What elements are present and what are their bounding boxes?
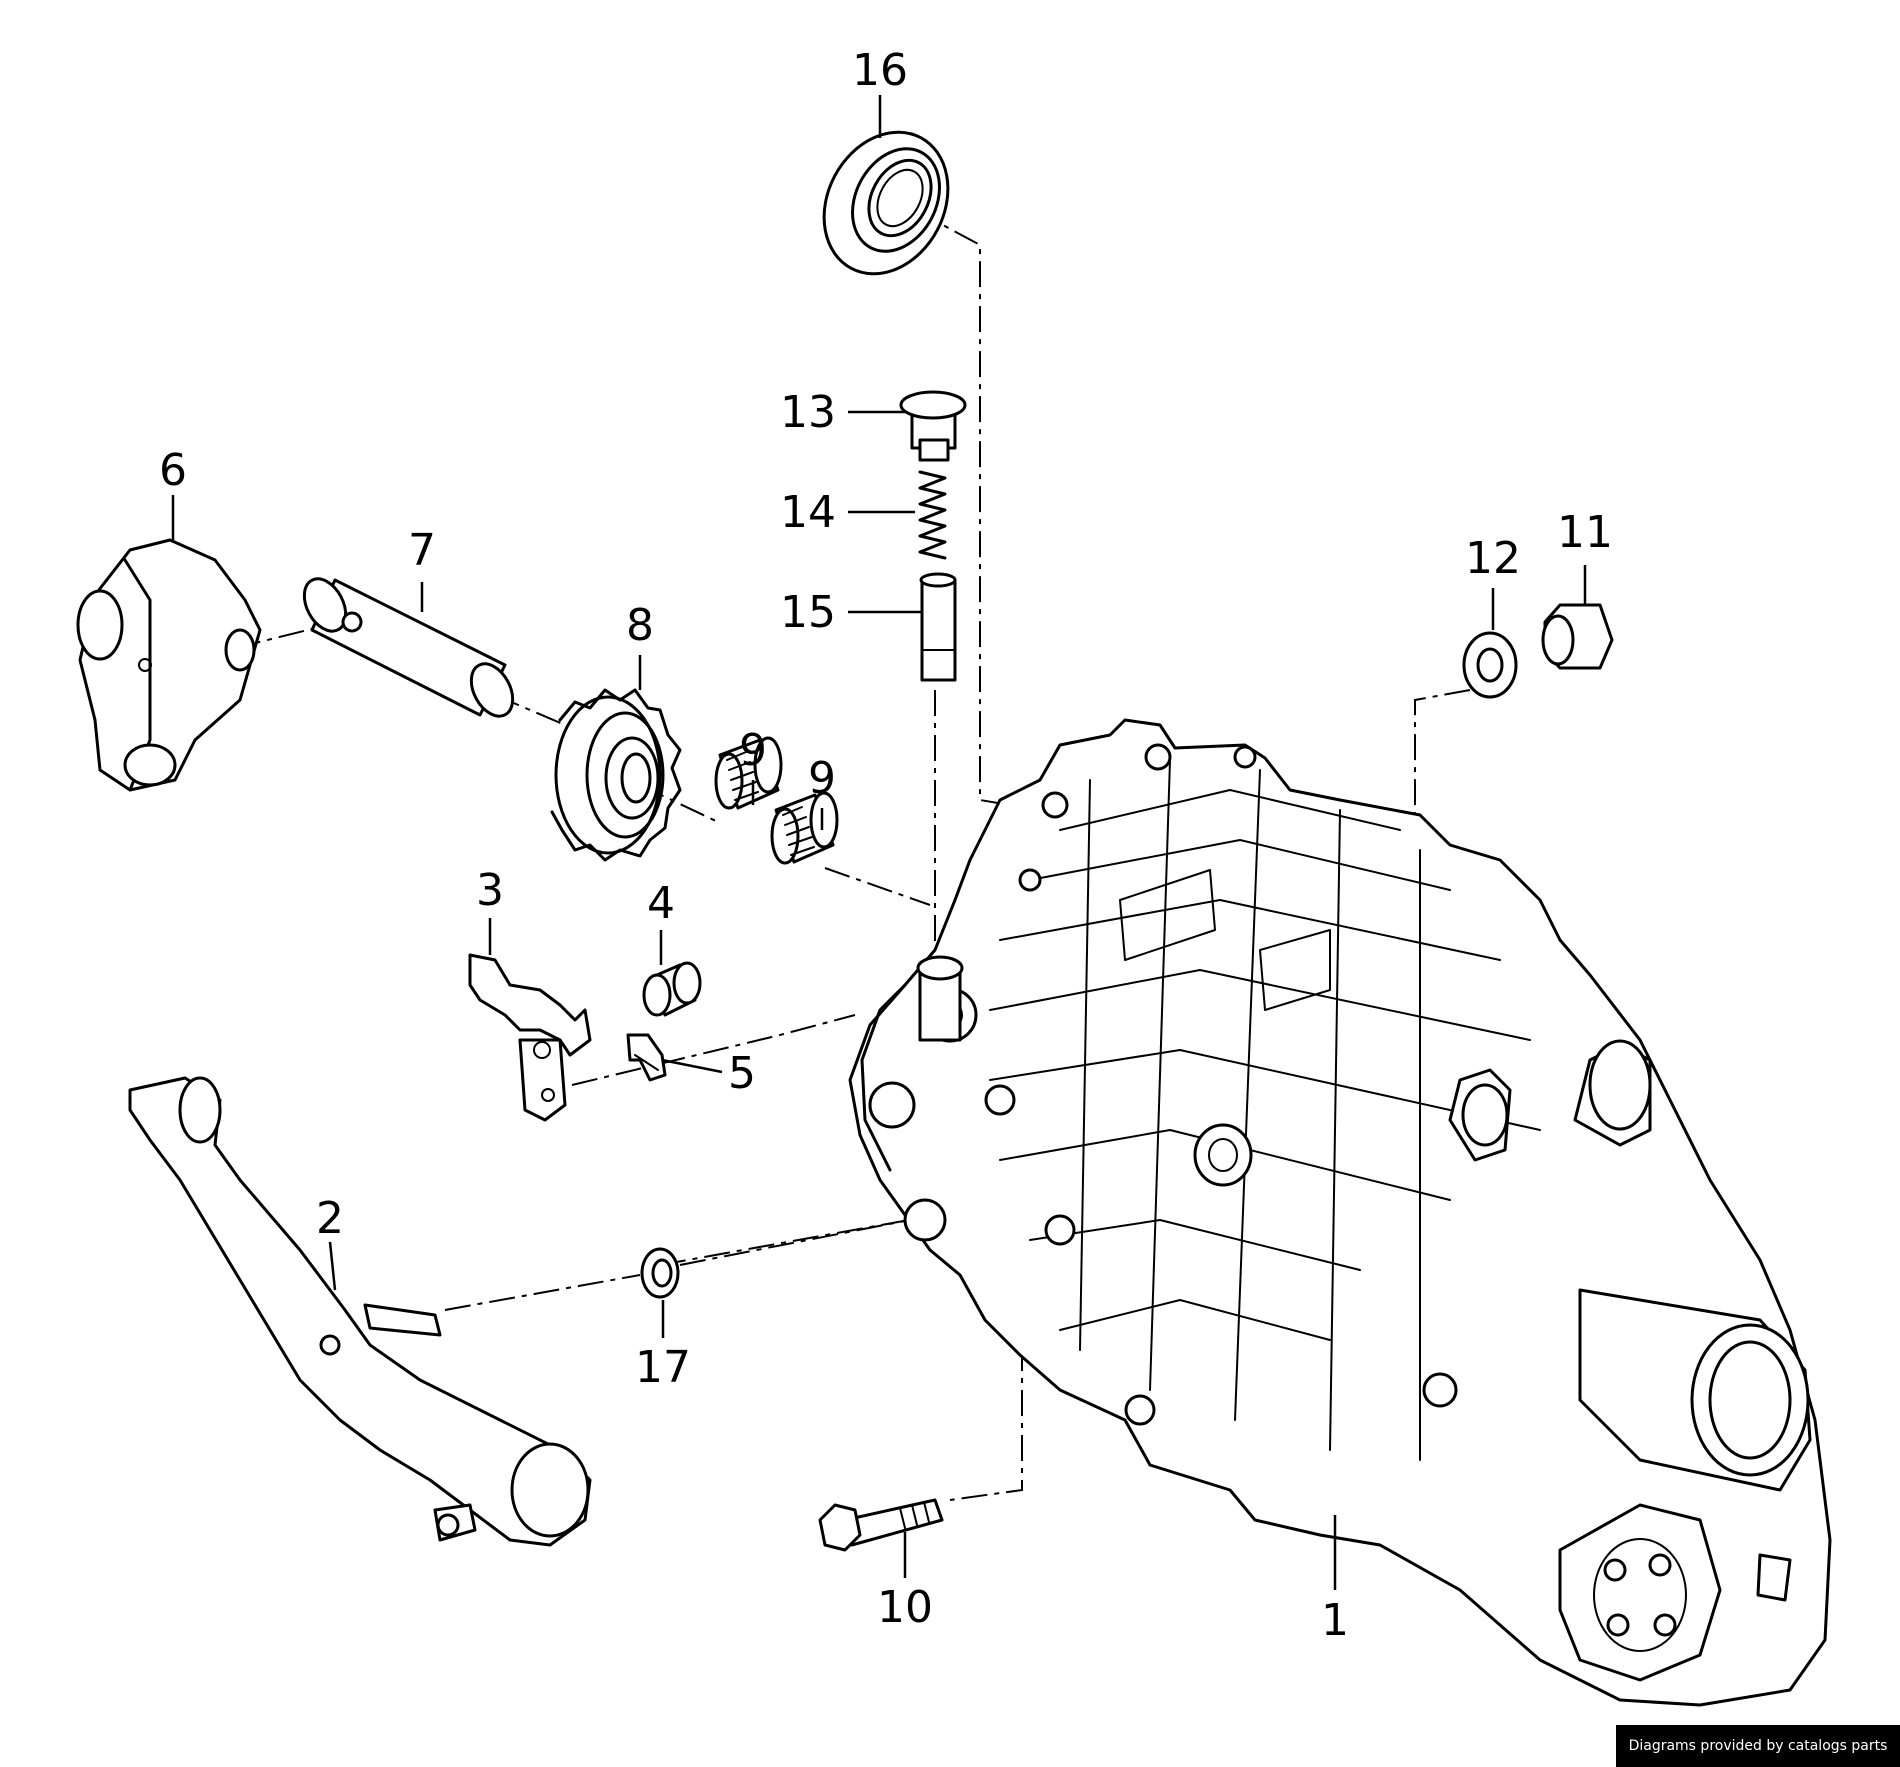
callout-labels: 1 2 3 4 5 6 7 8 9 9 10 11 12 13 14 15 16… xyxy=(159,45,1613,1646)
part-4-bushing xyxy=(642,961,702,1017)
callout-1: 1 xyxy=(1321,1595,1349,1646)
callout-9b: 9 xyxy=(808,753,836,804)
part-11-screw-plug xyxy=(1541,603,1614,670)
callout-5: 5 xyxy=(728,1048,756,1099)
callout-3: 3 xyxy=(476,865,504,916)
part-12-seal-ring xyxy=(1462,631,1518,699)
part-3-shift-fork xyxy=(468,953,592,1122)
callout-12: 12 xyxy=(1465,533,1521,584)
callout-13: 13 xyxy=(780,387,836,438)
part-15-sleeve xyxy=(919,572,957,682)
part-14-spring xyxy=(918,470,947,560)
callout-10: 10 xyxy=(877,1582,933,1633)
part-1-transmission-case xyxy=(848,718,1832,1707)
part-9-needle-bearing-right xyxy=(770,791,839,865)
callout-17: 17 xyxy=(635,1342,691,1393)
callout-6: 6 xyxy=(159,445,187,496)
callout-15: 15 xyxy=(780,587,836,638)
callout-11: 11 xyxy=(1557,507,1613,558)
callout-9a: 9 xyxy=(739,725,767,776)
callout-4: 4 xyxy=(647,878,675,929)
part-16-bearing xyxy=(822,130,950,276)
part-9-needle-bearing-left xyxy=(714,736,783,810)
leader-lines xyxy=(171,95,1587,1590)
callout-7: 7 xyxy=(408,525,436,576)
callout-14: 14 xyxy=(780,487,836,538)
part-6-selector-housing xyxy=(76,538,262,792)
part-5-clip xyxy=(626,1033,667,1082)
part-8-gear xyxy=(550,688,682,862)
part-10-bolt xyxy=(818,1498,944,1552)
part-17-seal xyxy=(640,1247,680,1299)
callout-8: 8 xyxy=(626,600,654,651)
callout-16: 16 xyxy=(852,45,908,96)
credit-banner: Diagrams provided by catalogs parts xyxy=(1616,1725,1900,1767)
part-13-plug xyxy=(899,390,967,462)
part-7-shaft xyxy=(302,577,515,718)
part-2-selector-lever xyxy=(128,1076,592,1547)
callout-2: 2 xyxy=(316,1193,344,1244)
